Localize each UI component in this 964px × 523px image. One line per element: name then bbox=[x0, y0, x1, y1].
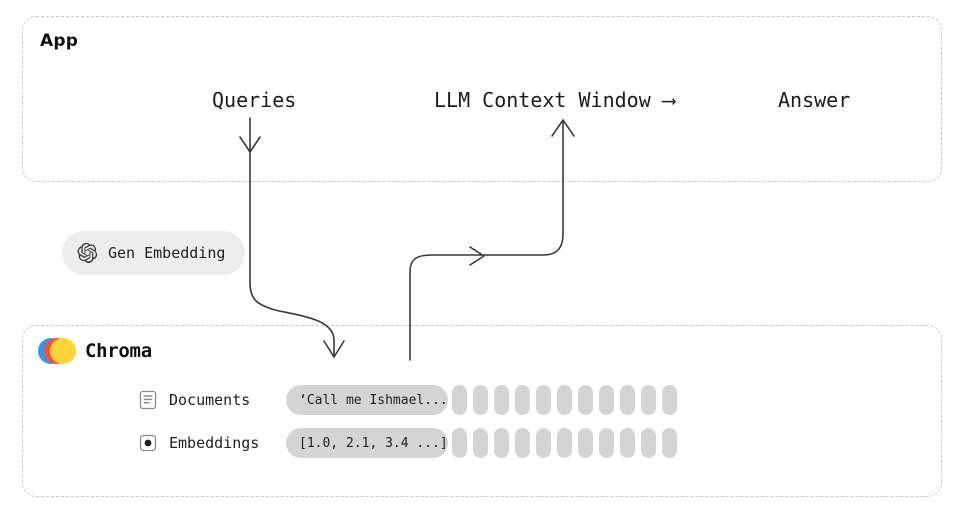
gen-embedding-pill[interactable]: Gen Embedding bbox=[62, 231, 246, 275]
bar-cell bbox=[557, 428, 572, 458]
bar-cell bbox=[599, 385, 614, 415]
bar-cell bbox=[620, 428, 635, 458]
bar-cell bbox=[452, 428, 467, 458]
vector-dot-icon bbox=[139, 434, 157, 452]
chroma-wordmark: Chroma bbox=[85, 340, 152, 362]
documents-bar-row bbox=[452, 385, 677, 415]
bar-cell bbox=[620, 385, 635, 415]
bar-cell bbox=[473, 428, 488, 458]
embeddings-label: Embeddings bbox=[169, 434, 260, 452]
documents-value-pill: ‘Call me Ishmael... bbox=[286, 385, 448, 415]
bar-cell bbox=[641, 385, 656, 415]
bar-cell bbox=[452, 385, 467, 415]
bar-cell bbox=[578, 428, 593, 458]
bar-cell bbox=[515, 428, 530, 458]
bar-cell bbox=[494, 385, 509, 415]
bar-cell bbox=[473, 385, 488, 415]
bar-cell bbox=[599, 428, 614, 458]
bar-cell bbox=[641, 428, 656, 458]
answer-label: Answer bbox=[778, 88, 851, 112]
embeddings-bar-row bbox=[452, 428, 677, 458]
llm-context-window-label: LLM Context Window ⟶ bbox=[434, 88, 675, 112]
chroma-logo-icon bbox=[38, 338, 76, 364]
bar-cell bbox=[515, 385, 530, 415]
document-icon bbox=[139, 390, 157, 410]
openai-icon bbox=[77, 242, 98, 264]
bar-cell bbox=[494, 428, 509, 458]
bar-cell bbox=[578, 385, 593, 415]
documents-label: Documents bbox=[169, 391, 251, 409]
bar-cell bbox=[662, 385, 677, 415]
chroma-brand: Chroma bbox=[38, 338, 152, 364]
bar-cell bbox=[557, 385, 572, 415]
retrieval-arrowhead-mid bbox=[469, 246, 485, 266]
chroma-logo-circle-yellow bbox=[50, 338, 76, 364]
app-zone-title: App bbox=[40, 31, 79, 51]
bar-cell bbox=[536, 428, 551, 458]
documents-row: Documents ‘Call me Ishmael... bbox=[138, 385, 448, 415]
embeddings-row: Embeddings [1.0, 2.1, 3.4 ...] bbox=[138, 428, 448, 458]
queries-label: Queries bbox=[212, 88, 297, 112]
embeddings-value-pill: [1.0, 2.1, 3.4 ...] bbox=[286, 428, 448, 458]
bar-cell bbox=[662, 428, 677, 458]
gen-embedding-label: Gen Embedding bbox=[108, 244, 226, 262]
bar-cell bbox=[536, 385, 551, 415]
